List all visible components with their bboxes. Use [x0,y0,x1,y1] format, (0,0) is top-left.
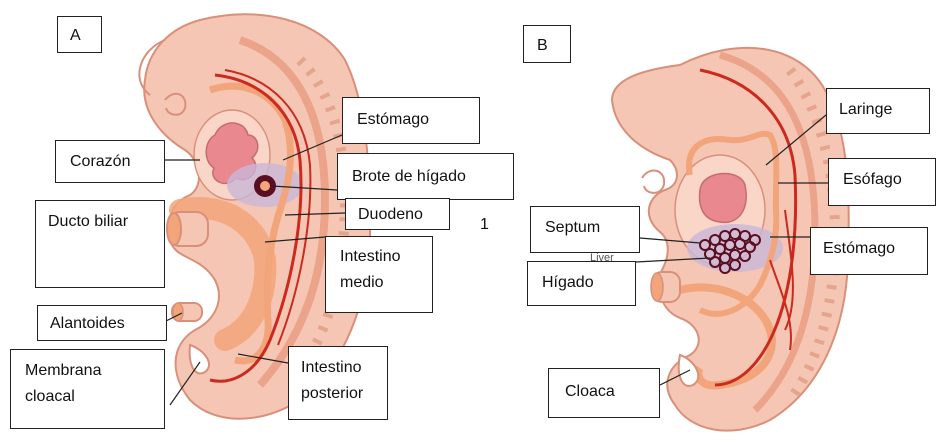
label-b-laringe: Laringe [826,88,930,134]
embryo-b-eye [642,170,664,192]
stray-mark: 1 [480,216,489,234]
embryo-a-allantois-opening [173,303,183,321]
embryo-a-yolk-opening [167,213,181,245]
embryo-b-heart [700,174,747,223]
label-a-duodeno: Duodeno [345,198,450,230]
embryo-a-liver-bud-core [260,181,270,191]
label-a-intestino-medio: Intestino medio [325,236,433,313]
panel-a-letter: A [57,16,102,53]
label-a-brote-higado: Brote de hígado [337,153,514,200]
label-b-septum: Septum [530,206,640,253]
label-b-esofago: Esófago [828,158,936,206]
panel-b-letter: B [523,25,571,63]
label-a-corazon: Corazón [55,140,165,183]
label-a-ducto-biliar: Ducto biliar [35,200,165,288]
label-a-estomago: Estómago [342,97,480,144]
label-a-alantoides: Alantoides [37,305,167,341]
label-b-cloaca: Cloaca [548,368,660,418]
embryo-b-yolk-opening [651,273,663,301]
label-b-estomago: Estómago [810,227,928,275]
label-a-membrana-cloacal: Membrana cloacal [10,349,165,429]
label-b-higado: Hígado [527,261,636,306]
label-a-intestino-posterior: Intestino posterior [288,346,388,420]
